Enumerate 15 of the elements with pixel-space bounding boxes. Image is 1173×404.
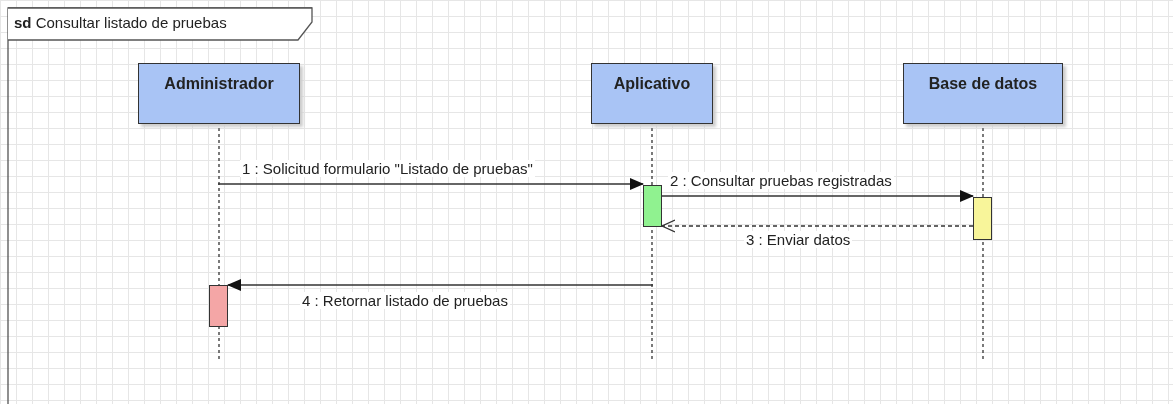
participant-box: Base de datos [903, 63, 1063, 124]
edge-label: 1 : Solicitud formulario "Listado de pruebas" [240, 160, 535, 177]
edge-label: 3 : Enviar datos [744, 231, 853, 248]
message-arrow [227, 279, 654, 291]
activation-bar [643, 185, 662, 227]
activation-bar [209, 285, 228, 327]
edge-label: 2 : Consultar pruebas registradas [668, 172, 894, 189]
message-arrow [661, 190, 974, 202]
edge-label: 4 : Retornar listado de pruebas [300, 292, 510, 309]
activation-bar [973, 197, 992, 240]
frame-title: sd Consultar listado de pruebas [14, 14, 227, 31]
participant-box: Aplicativo [591, 63, 713, 124]
return-arrow [661, 219, 974, 233]
participant-box: Administrador [138, 63, 300, 124]
message-arrow [217, 178, 644, 190]
